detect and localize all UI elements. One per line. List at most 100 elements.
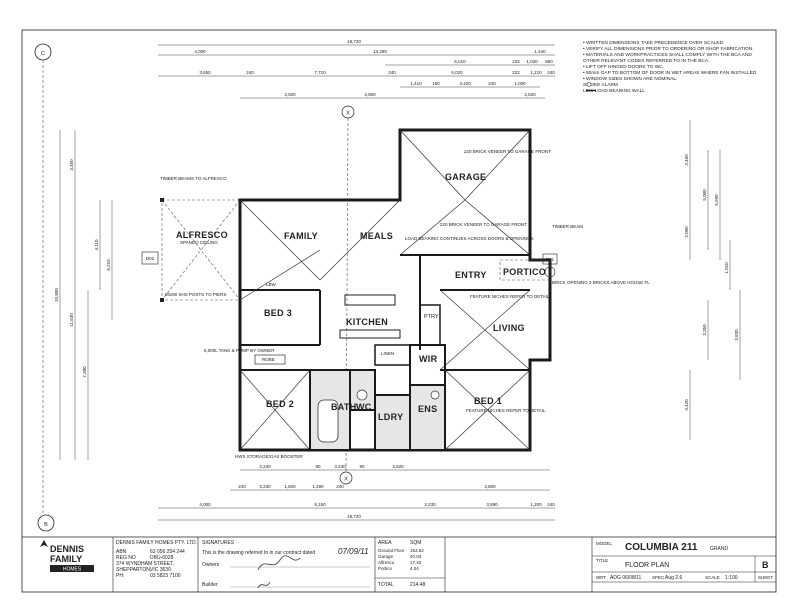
svg-text:SMOKE ALARM: SMOKE ALARM (583, 82, 618, 88)
svg-text:240: 240 (388, 70, 396, 75)
svg-text:3,350: 3,350 (702, 324, 707, 336)
note-hws: HWS STORAGE/GAS BOOSTER (235, 454, 303, 459)
room-label-ens: ENS (418, 404, 437, 414)
svg-text:SHEET: SHEET (758, 575, 773, 580)
kitchen-island (344, 294, 396, 306)
room-label-bed3: BED 3 (264, 308, 292, 318)
floor-plan (160, 128, 552, 452)
alfresco-post (160, 298, 164, 302)
svg-text:240: 240 (547, 70, 555, 75)
note-feature-niches-2: FEATURE NICHES REFER TO DETAIL (466, 408, 546, 413)
svg-text:5,990: 5,990 (714, 194, 719, 206)
room-label-wir: WIR (419, 354, 438, 364)
bathtub (317, 399, 339, 443)
svg-text:1,490: 1,490 (312, 484, 324, 489)
svg-text:X: X (344, 477, 348, 483)
room-label-living: LIVING (493, 323, 525, 333)
note-timber-beam: TIMBER BEAM (552, 224, 583, 229)
axis-marker-x-bottom: X (339, 471, 353, 485)
svg-text:19,720: 19,720 (347, 39, 361, 44)
svg-text:240: 240 (238, 484, 246, 489)
svg-text:TOTAL: TOTAL (378, 582, 394, 588)
svg-text:3,460: 3,460 (69, 159, 74, 171)
room-label-alfresco: ALFRESCO (176, 230, 228, 240)
svg-text:• WRITTEN DIMENSIONS TAKE PREC: • WRITTEN DIMENSIONS TAKE PRECEDENCE OVE… (583, 40, 724, 46)
svg-text:1:100: 1:100 (725, 575, 738, 581)
svg-text:1,210: 1,210 (530, 70, 542, 75)
sheet-border (21, 29, 777, 593)
signature-date: 07/09/11 (338, 547, 369, 556)
room-label-robe: ROBE (262, 357, 275, 362)
svg-text:2,000: 2,000 (684, 226, 689, 238)
svg-text:• LIFT OFF HINGED DOORS TO WC.: • LIFT OFF HINGED DOORS TO WC. (583, 64, 664, 70)
svg-text:3,920: 3,920 (284, 92, 296, 97)
svg-text:Ground Floor: Ground Floor (378, 548, 405, 553)
room-label-portico: PORTICO (503, 267, 546, 277)
room-label-linen: LINEN (381, 351, 394, 356)
svg-text:03 5823 7100: 03 5823 7100 (150, 573, 181, 579)
svg-text:3,420: 3,420 (459, 81, 471, 86)
note-load-bearing: LOAD BEARING CONTINUES ACROSS DOORS & OP… (405, 236, 534, 241)
axis-marker-x-top: X (341, 105, 355, 119)
sheet-letter: B (762, 560, 769, 570)
note-posts: 90x90 SHS POSTS TO PIERS (165, 292, 226, 297)
note-brick-opening: BRICK OPENING 3 BRICKS ABOVE HOUSE FL (552, 280, 650, 285)
room-label-wc: WC (356, 402, 372, 412)
room-labels: ALFRESCO SPANDO CEILING FAMILY MEALS GAR… (176, 172, 546, 422)
svg-text:Builder: Builder (202, 582, 218, 588)
svg-text:MODEL: MODEL (596, 541, 613, 546)
right-dimensions: 3,460 5,000 5,990 2,000 1,010 3,350 3,42… (684, 120, 741, 440)
room-label-bed1: BED 1 (474, 396, 502, 406)
svg-text:• MATERIALS AND WORKPRACTICES: • MATERIALS AND WORKPRACTICES SHALL COMP… (583, 52, 752, 58)
svg-text:ADG 06/08/11: ADG 06/08/11 (610, 575, 642, 581)
svg-text:DENNIS: DENNIS (50, 544, 84, 554)
svg-text:19,720: 19,720 (347, 514, 361, 519)
svg-text:Owners: Owners (202, 562, 220, 568)
svg-text:222: 222 (512, 70, 520, 75)
svg-text:WRT: WRT (596, 575, 606, 580)
svg-text:1,000: 1,000 (514, 81, 526, 86)
room-label-bath: BATH (331, 402, 357, 412)
svg-text:3,820: 3,820 (392, 464, 404, 469)
svg-text:4,000: 4,000 (194, 49, 206, 54)
pantry-room (419, 304, 441, 346)
svg-text:VIC 3630: VIC 3630 (150, 567, 171, 573)
room-label-bed2: BED 2 (266, 399, 294, 409)
svg-text:PH:: PH: (116, 573, 124, 579)
svg-text:15,800: 15,800 (54, 288, 59, 302)
note-garage-veneer-2: 220 BRICK VENEER TO GARAGE FRONT (440, 222, 527, 227)
svg-text:3,460: 3,460 (684, 154, 689, 166)
note-tank: 5,000L TANK & PUMP BY OWNER (204, 348, 275, 353)
svg-text:DBU-6028: DBU-6028 (150, 555, 174, 561)
svg-text:ABN: ABN (116, 549, 127, 555)
model-name: COLUMBIA 211 (625, 542, 698, 553)
svg-text:1,010: 1,010 (724, 262, 729, 274)
room-label-ldry: LDRY (378, 412, 403, 422)
svg-text:1,440: 1,440 (534, 49, 546, 54)
svg-text:17.42: 17.42 (410, 560, 422, 565)
svg-text:1,600: 1,600 (284, 484, 296, 489)
toilet-fixture (356, 389, 368, 401)
svg-text:232: 232 (512, 59, 520, 64)
room-label-ptry: PTRY (424, 314, 439, 320)
svg-text:SCALE: SCALE (705, 575, 720, 580)
bottom-dimensions: 3,230 90 3,230 90 3,820 240 3,230 1,600 … (158, 464, 555, 521)
linen-cupboard (374, 344, 411, 366)
svg-text:240: 240 (547, 502, 555, 507)
laundry-room (374, 394, 411, 451)
drawing-title: FLOOR PLAN (625, 562, 669, 569)
svg-text:7,710: 7,710 (314, 70, 326, 75)
svg-text:HOMES: HOMES (63, 567, 82, 573)
svg-text:2,620: 2,620 (524, 92, 536, 97)
svg-text:6,010: 6,010 (454, 59, 466, 64)
svg-text:8,150: 8,150 (314, 502, 326, 507)
svg-text:C: C (41, 51, 45, 57)
svg-text:860: 860 (545, 59, 553, 64)
svg-text:3,230: 3,230 (334, 464, 346, 469)
svg-text:DENNIS FAMILY HOMES PTY. LTD.: DENNIS FAMILY HOMES PTY. LTD. (116, 540, 197, 546)
room-label-family: FAMILY (284, 231, 318, 241)
svg-text:SHEPPARTON,: SHEPPARTON, (116, 567, 151, 573)
portico-outline (499, 259, 551, 281)
annotations: TIMBER BEAMS TO ALFRESCO 90x90 SHS POSTS… (160, 149, 650, 459)
room-label-garage: GARAGE (445, 172, 486, 182)
